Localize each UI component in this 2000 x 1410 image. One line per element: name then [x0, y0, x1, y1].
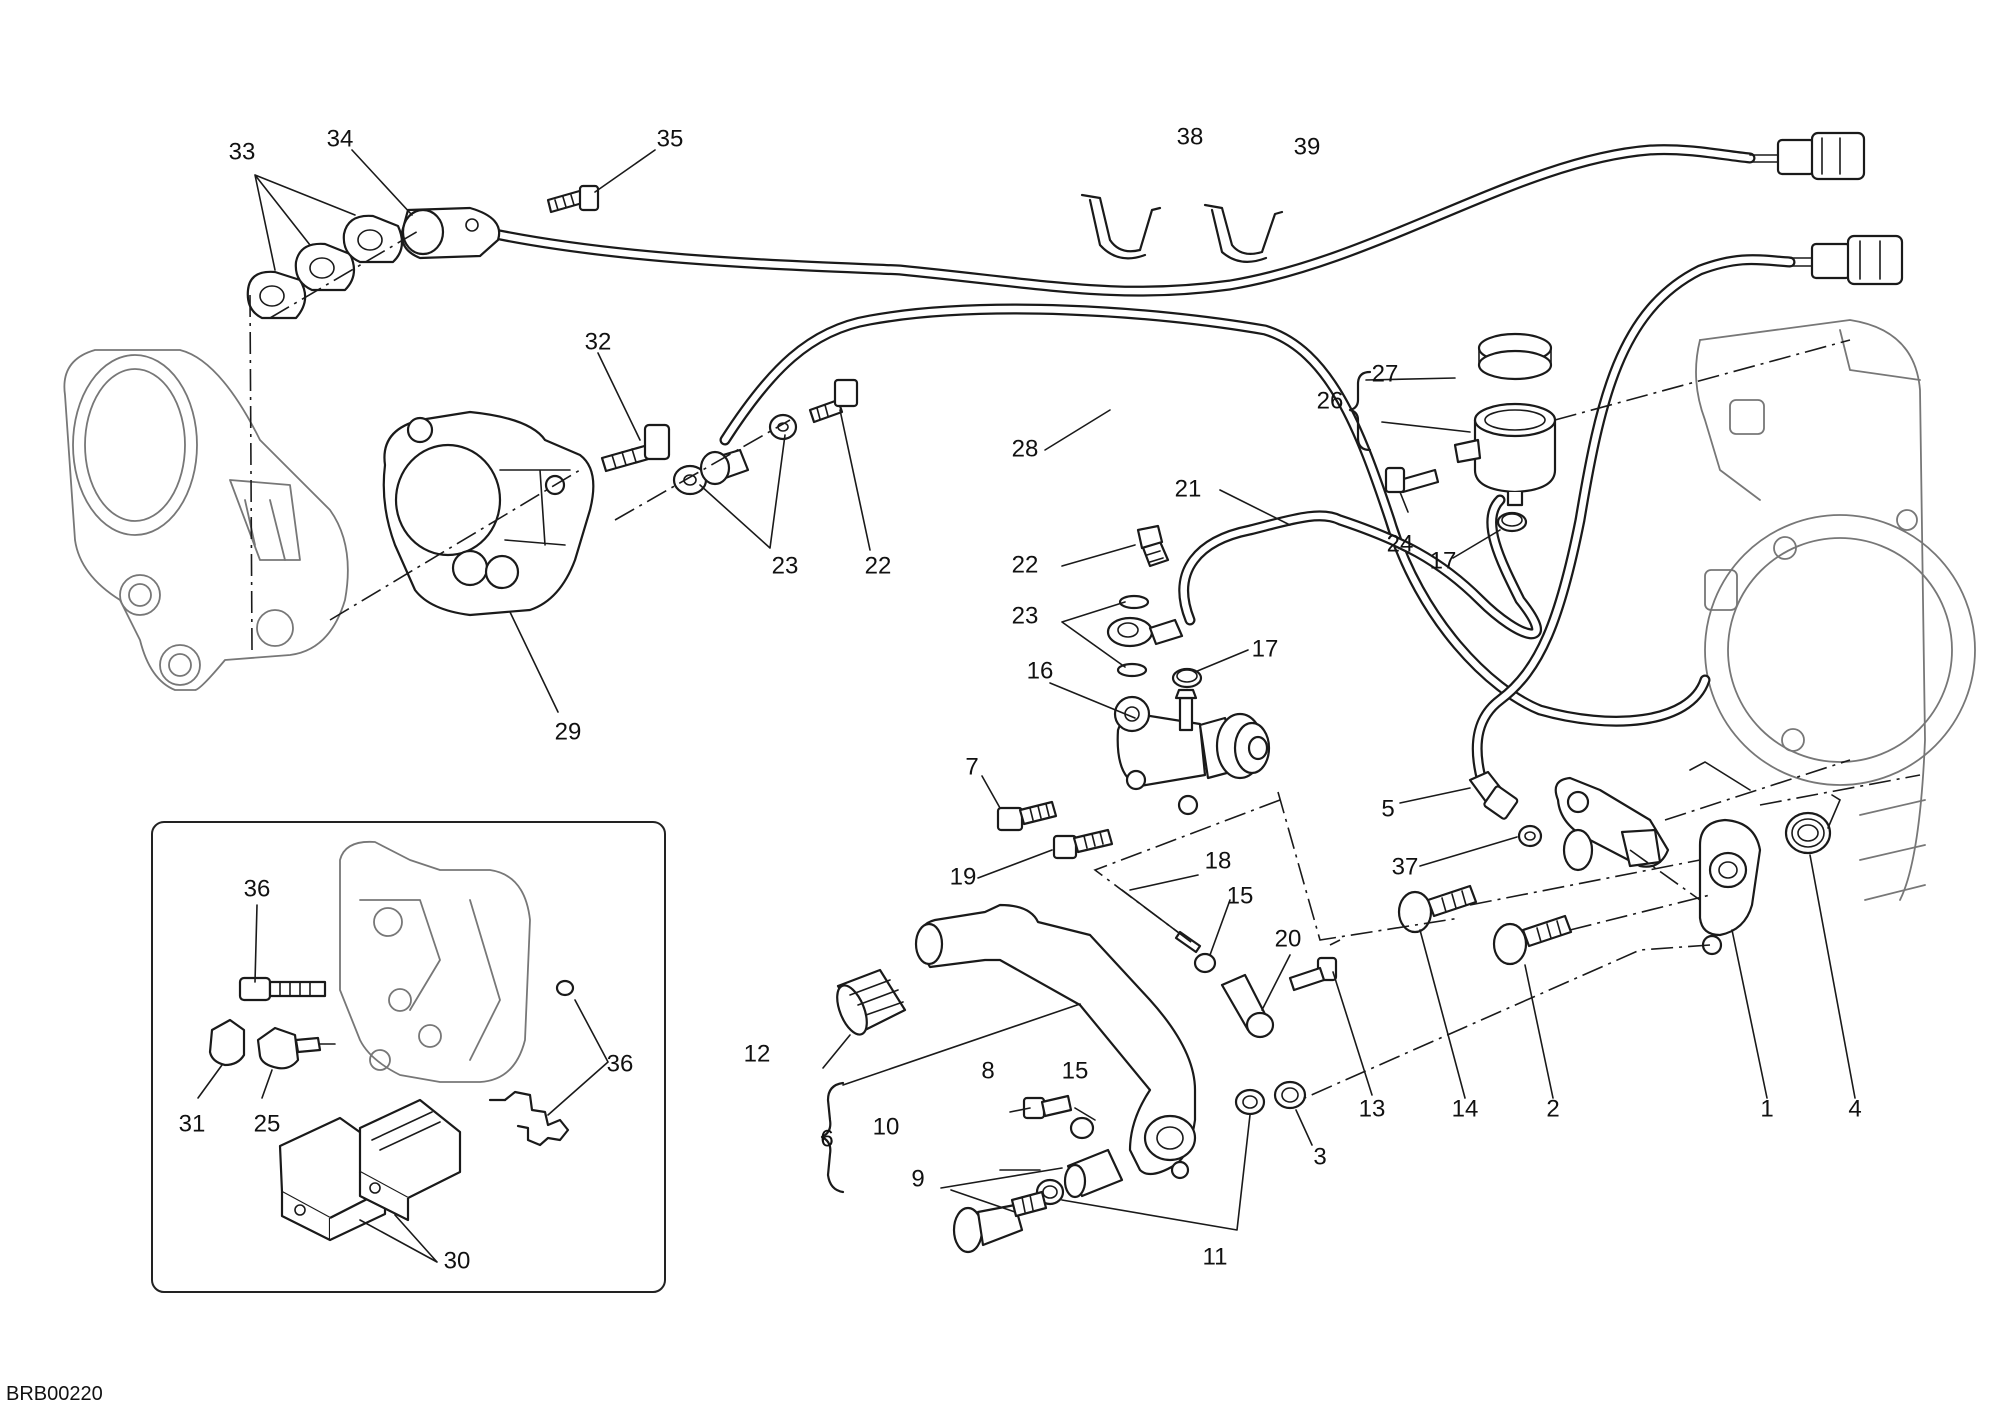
drawing-code: BRB00220 — [6, 1383, 103, 1405]
pedal-rubber — [836, 968, 907, 1036]
hose-fitting — [1468, 770, 1519, 820]
sensor-shims — [246, 214, 404, 320]
callout-39: 39 — [1294, 133, 1321, 160]
callout-26: 26 — [1317, 387, 1344, 414]
callout-34: 34 — [327, 125, 354, 152]
sensor-cable — [484, 131, 1866, 297]
callout-32: 32 — [585, 328, 612, 355]
callout-13: 13 — [1359, 1095, 1386, 1122]
callout-15a: 15 — [1227, 882, 1254, 909]
callout-33: 33 — [229, 138, 256, 165]
sensor-screw — [546, 184, 600, 214]
callout-36a: 36 — [244, 875, 271, 902]
callout-15b: 15 — [1062, 1057, 1089, 1084]
callout-30: 30 — [444, 1247, 471, 1274]
callout-23b: 23 — [1012, 602, 1039, 629]
callout-38: 38 — [1177, 123, 1204, 150]
callout-5: 5 — [1381, 795, 1394, 822]
callout-1: 1 — [1760, 1095, 1773, 1122]
callout-8: 8 — [981, 1057, 994, 1084]
callout-27: 27 — [1372, 360, 1399, 387]
callout-16: 16 — [1027, 657, 1054, 684]
callout-3: 3 — [1313, 1143, 1326, 1170]
callout-18: 18 — [1205, 847, 1232, 874]
callout-numbers: 1 2 3 4 5 6 7 8 9 10 11 12 13 14 15 15 1… — [179, 123, 1862, 1274]
callout-6: 6 — [820, 1125, 833, 1152]
callout-29: 29 — [555, 718, 582, 745]
callout-2: 2 — [1546, 1095, 1559, 1122]
footrest-bracket — [1554, 776, 1762, 956]
callout-12: 12 — [744, 1040, 771, 1067]
callout-35: 35 — [657, 125, 684, 152]
hose-clip-upper — [1496, 511, 1528, 533]
speed-sensor — [400, 206, 501, 260]
callout-4: 4 — [1848, 1095, 1861, 1122]
callout-14: 14 — [1452, 1095, 1479, 1122]
callout-25: 25 — [254, 1110, 281, 1137]
callout-31: 31 — [179, 1110, 206, 1137]
callout-19: 19 — [950, 863, 977, 890]
bracket-bolts — [1397, 824, 1573, 966]
callout-23a: 23 — [772, 552, 799, 579]
reservoir-screw — [1384, 466, 1440, 494]
callout-36b: 36 — [607, 1050, 634, 1077]
caliper-bolt — [600, 423, 671, 473]
reservoir-hose — [1178, 494, 1542, 640]
callout-7: 7 — [965, 753, 978, 780]
assembly-lines — [249, 229, 1921, 1101]
callout-22b: 22 — [1012, 551, 1039, 578]
master-cylinder-bolts — [996, 800, 1114, 860]
pedal-pivot-parts — [952, 1080, 1307, 1254]
return-spring — [1689, 761, 1842, 855]
caliper-bracket — [63, 349, 349, 691]
cable-clips — [1080, 193, 1284, 263]
caliper-banjo — [672, 378, 859, 496]
brake-line — [1471, 234, 1904, 791]
callout-17a: 17 — [1252, 635, 1279, 662]
brake-hose — [719, 303, 1711, 727]
master-cylinder-banjo — [1106, 524, 1184, 678]
hose-clip-lower — [1171, 667, 1203, 689]
callout-21: 21 — [1175, 475, 1202, 502]
pushrod-assembly — [1121, 889, 1338, 1039]
master-cylinder — [1113, 688, 1271, 816]
callout-28: 28 — [1012, 435, 1039, 462]
inset-detail-box — [151, 821, 666, 1293]
fluid-reservoir — [1453, 332, 1557, 507]
leader-lines — [197, 149, 1856, 1263]
callout-11: 11 — [1203, 1243, 1228, 1270]
callout-17b: 17 — [1430, 547, 1457, 574]
callout-37: 37 — [1392, 853, 1419, 880]
callout-24: 24 — [1387, 530, 1414, 557]
callout-10: 10 — [873, 1113, 900, 1140]
callout-20: 20 — [1275, 925, 1302, 952]
callout-9: 9 — [911, 1165, 924, 1192]
callout-22a: 22 — [865, 552, 892, 579]
brake-caliper — [382, 410, 595, 617]
brake-pedal — [914, 903, 1197, 1180]
engine-case-outline — [1695, 319, 1976, 901]
